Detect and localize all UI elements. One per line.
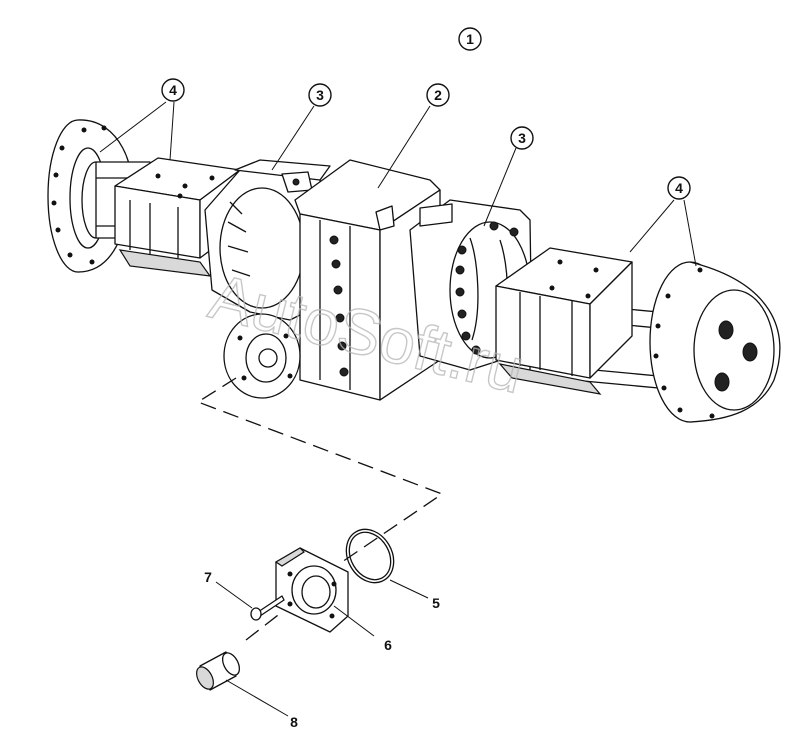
callout-6: 6 [384,637,392,653]
svg-text:4: 4 [675,180,683,196]
right-wheel-flange [649,261,781,423]
callout-5: 5 [432,595,440,611]
callout-2: 2 [426,83,450,107]
bearing-cover [274,547,349,633]
assembly-dashed-line [196,377,444,563]
svg-text:2: 2 [434,87,442,103]
o-ring [345,528,395,584]
svg-text:3: 3 [316,87,324,103]
leader-lines [99,101,697,717]
callout-4-left: 4 [161,78,185,102]
callout-8: 8 [290,714,298,730]
svg-text:1: 1 [466,31,474,47]
callout-7: 7 [204,569,212,585]
right-mounting-pad [495,247,633,395]
bolt [250,595,285,621]
callout-3-left: 3 [308,83,332,107]
svg-text:3: 3 [518,130,526,146]
input-pinion-flange [223,313,301,399]
svg-text:4: 4 [169,82,177,98]
callout-4-right: 4 [667,176,691,200]
callout-1: 1 [458,27,482,51]
callout-3-right: 3 [510,126,534,150]
